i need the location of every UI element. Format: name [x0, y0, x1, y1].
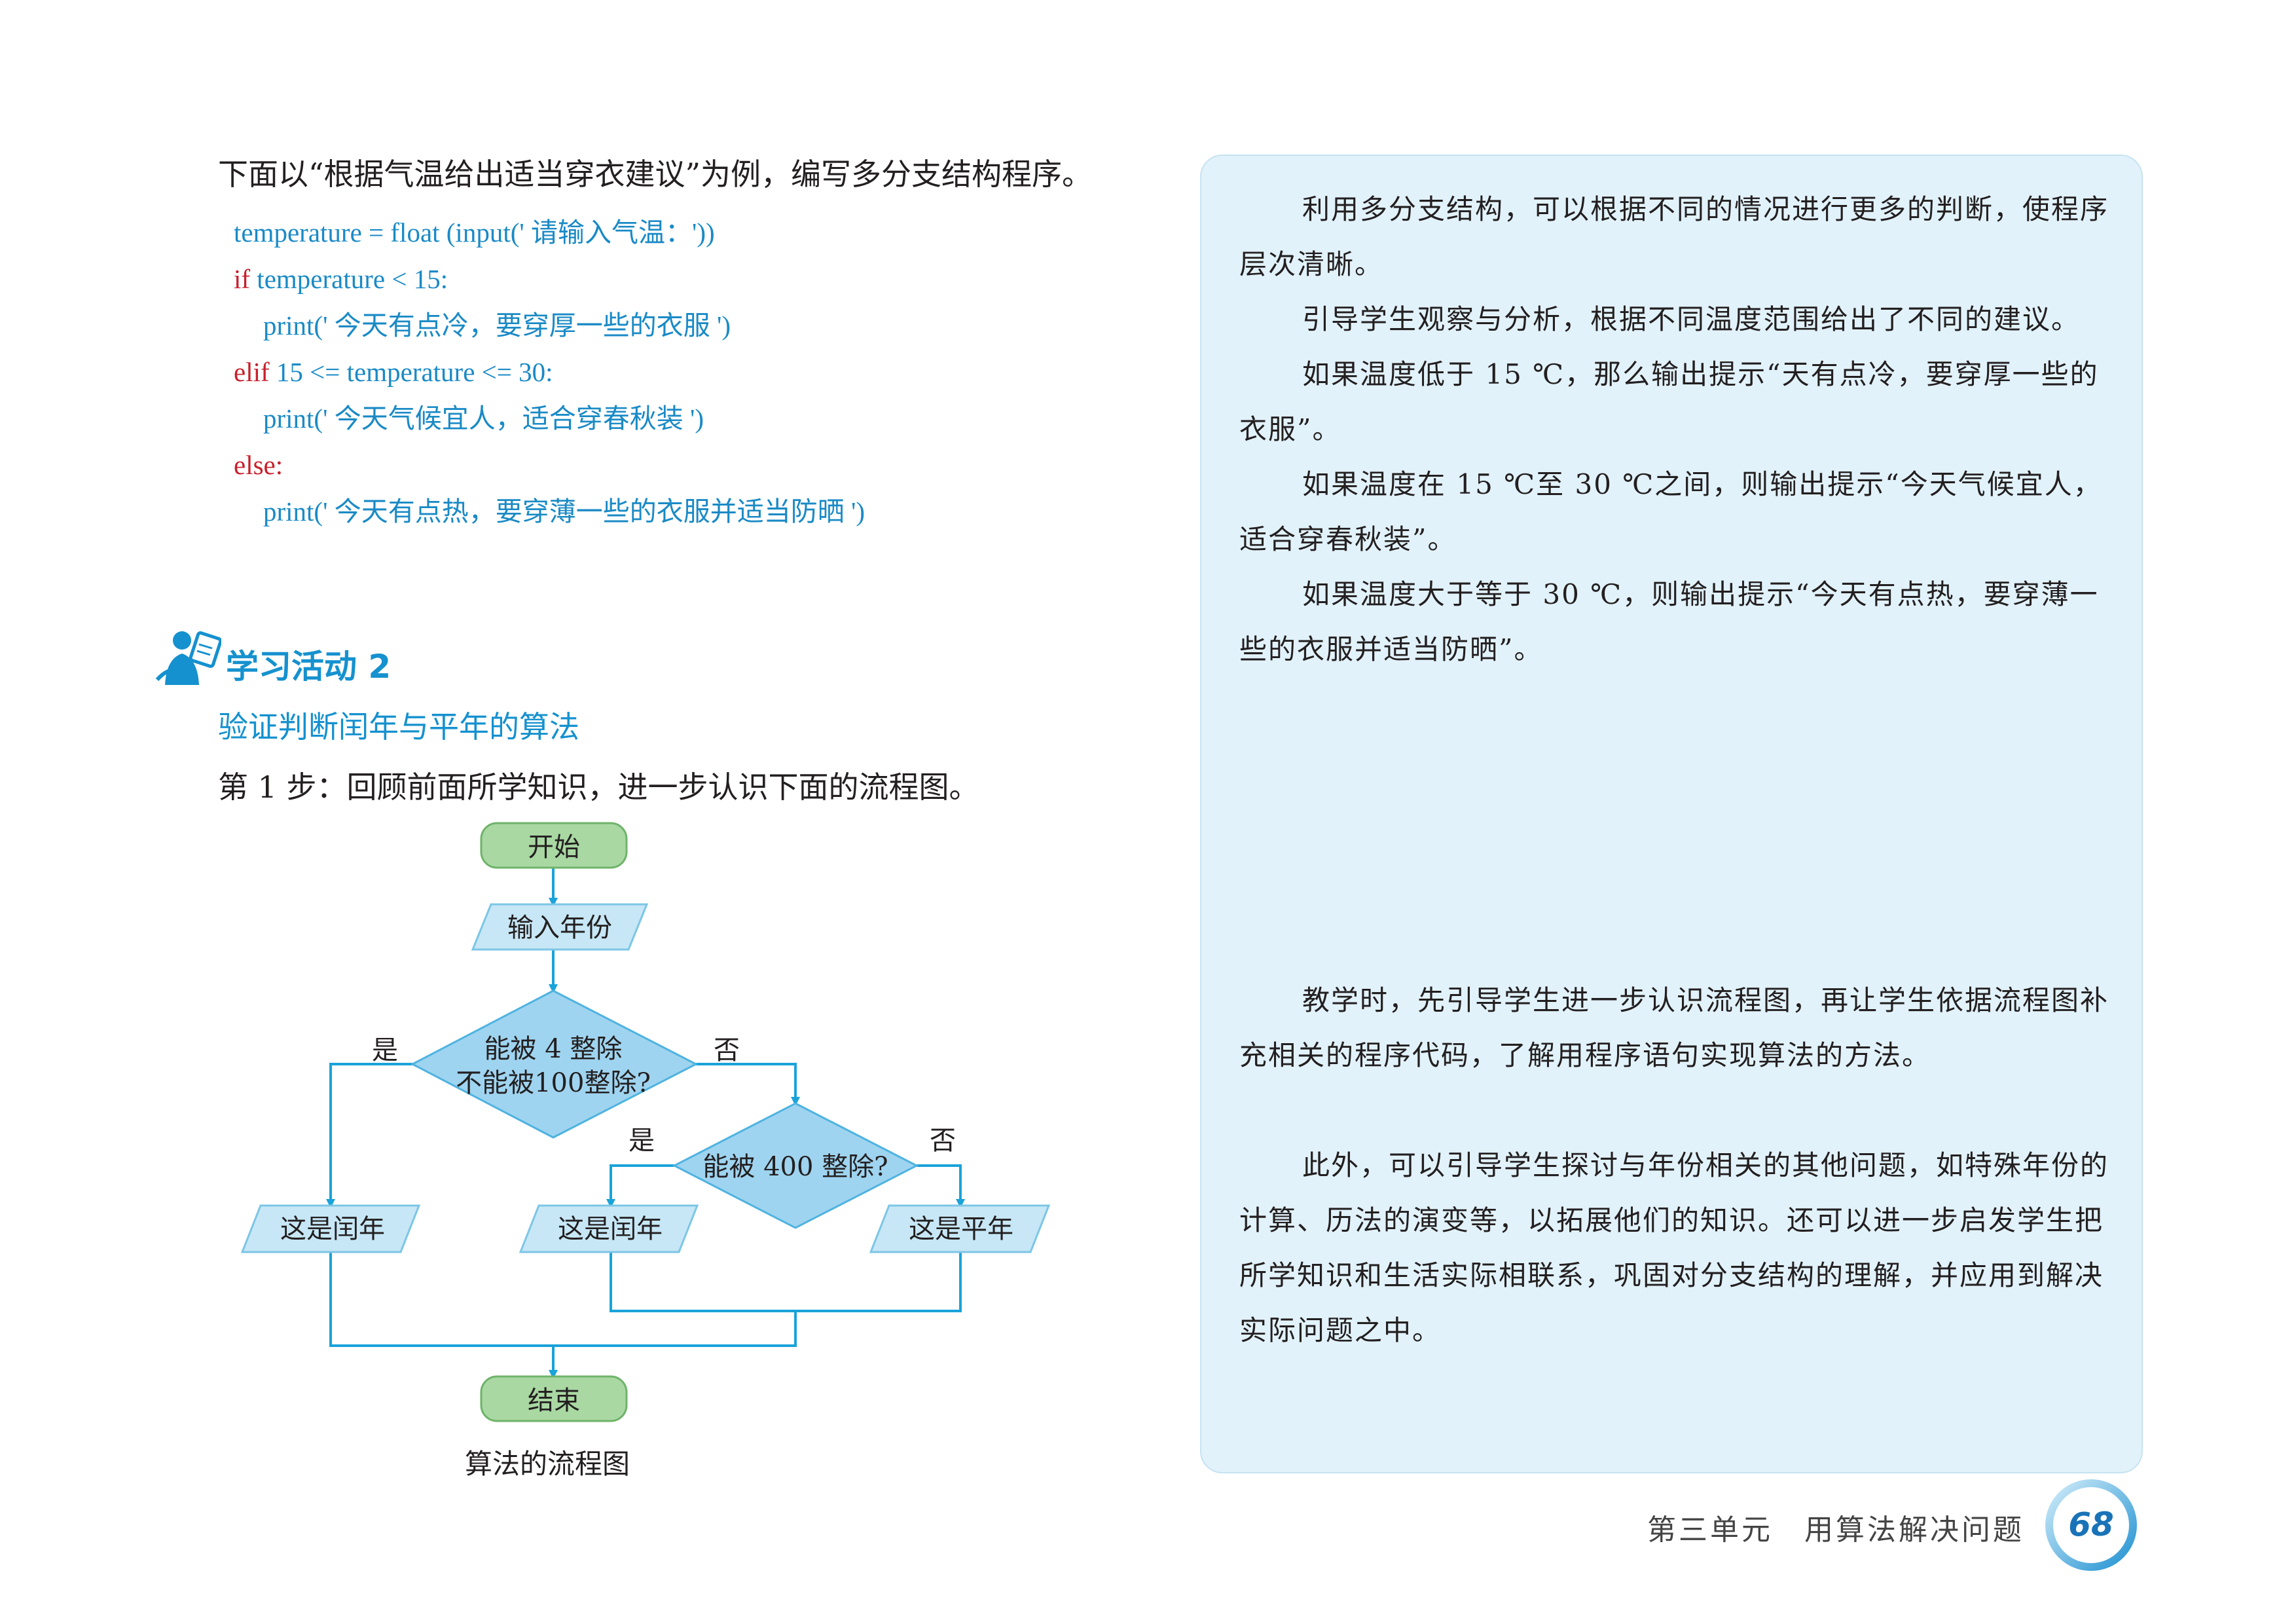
common-year-label: 这是平年 — [909, 1214, 1013, 1244]
code-line-7: print(' 今天有点热，要穿薄一些的衣服并适当防晒 ') — [263, 496, 866, 526]
note-paragraph-1: 利用多分支结构，可以根据不同的情况进行更多的判断，使程序层次清晰。 — [1239, 193, 2109, 280]
start-terminal — [480, 822, 628, 869]
activity-subtitle: 验证判断闰年与平年的算法 — [218, 709, 579, 745]
keyword-else: else: — [234, 450, 283, 480]
activity-title: 学习活动 2 — [226, 648, 392, 686]
leap-year-flowchart: 开始 输入年份 能被 4 整除 不能被100整除? 是 否 能被 400 整除?… — [240, 822, 1051, 1422]
page-number: 68 — [2068, 1505, 2114, 1543]
leap-year-box-1 — [240, 1204, 421, 1253]
condition-1-diamond — [410, 989, 699, 1139]
teacher-notes-panel — [1200, 155, 2143, 1473]
intro-text: 下面以“根据气温给出适当穿衣建议”为例，编写多分支结构程序。 — [218, 157, 1093, 192]
code-block: temperature = float (input(' 请输入气温：')) i… — [234, 210, 865, 535]
leap-year-label-1: 这是闰年 — [280, 1214, 385, 1244]
code-line-4: elif 15 <= temperature <= 30: — [234, 349, 865, 396]
condition-2-label: 能被 400 整除? — [702, 1152, 888, 1182]
end-label: 结束 — [528, 1386, 580, 1416]
code-line-2: if temperature < 15: — [234, 256, 865, 303]
step-1-text: 第 1 步：回顾前面所学知识，进一步认识下面的流程图。 — [218, 769, 979, 805]
yes-label-2: 是 — [629, 1126, 655, 1156]
common-year-box — [869, 1204, 1051, 1253]
no-label-2: 否 — [930, 1126, 956, 1156]
unit-title: 第三单元 用算法解决问题 — [1647, 1513, 2024, 1547]
note-paragraph-2: 引导学生观察与分析，根据不同温度范围给出了不同的建议。 — [1302, 303, 2081, 335]
yes-label-1: 是 — [372, 1035, 398, 1065]
note-paragraph-6: 教学时，先引导学生进一步认识流程图，再让学生依据流程图补充相关的程序代码，了解用… — [1239, 984, 2109, 1071]
keyword-if: if — [234, 264, 251, 294]
note-paragraph-3: 如果温度低于 15 ℃，那么输出提示“天有点冷，要穿厚一些的衣服”。 — [1239, 358, 2099, 445]
input-label: 输入年份 — [507, 913, 612, 943]
input-parallelogram — [471, 903, 649, 951]
code-line-3: print(' 今天有点冷，要穿厚一些的衣服 ') — [263, 310, 731, 341]
start-label: 开始 — [528, 832, 580, 862]
code-line-1: temperature = float (input(' 请输入气温：')) — [234, 217, 715, 248]
student-reading-icon — [156, 631, 221, 685]
keyword-elif: elif — [234, 357, 270, 387]
code-line-2-text: temperature < 15: — [250, 264, 448, 294]
end-terminal — [480, 1375, 628, 1422]
leap-year-label-2: 这是闰年 — [558, 1214, 663, 1244]
no-label-1: 否 — [714, 1035, 740, 1065]
code-line-4-text: 15 <= temperature <= 30: — [269, 357, 553, 387]
page-number-badge: 68 — [2045, 1479, 2137, 1571]
note-paragraph-7: 此外，可以引导学生探讨与年份相关的其他问题，如特殊年份的计算、历法的演变等，以拓… — [1239, 1149, 2109, 1346]
note-paragraph-4: 如果温度在 15 ℃至 30 ℃之间，则输出提示“今天气候宜人，适合穿春秋装”。 — [1239, 468, 2102, 555]
note-paragraph-5: 如果温度大于等于 30 ℃，则输出提示“今天有点热，要穿薄一些的衣服并适当防晒”… — [1239, 578, 2099, 665]
code-line-5: print(' 今天气候宜人，适合穿春秋装 ') — [263, 403, 704, 434]
condition-1-line1: 能被 4 整除 — [484, 1034, 623, 1064]
condition-1-line2: 不能被100整除? — [456, 1068, 651, 1098]
condition-2-diamond — [672, 1102, 919, 1229]
flowchart-caption: 算法的流程图 — [465, 1448, 630, 1480]
leap-year-box-2 — [519, 1204, 699, 1253]
